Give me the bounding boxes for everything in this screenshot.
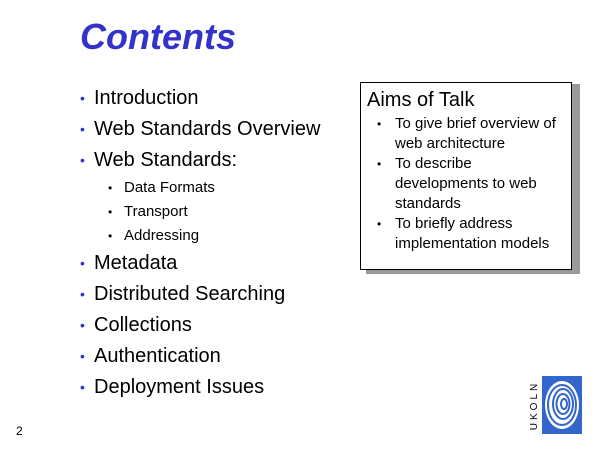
list-item: • Web Standards Overview <box>80 114 320 145</box>
list-item: • Metadata <box>80 248 285 279</box>
bullet-icon: • <box>80 286 85 302</box>
aims-title: Aims of Talk <box>367 89 475 111</box>
bullet-icon: • <box>377 157 382 171</box>
bullet-icon: • <box>108 205 113 219</box>
list-item: • Data Formats <box>108 176 215 200</box>
aims-box: Aims of Talk • To give brief overview of … <box>360 82 572 270</box>
bullet-icon: • <box>108 229 113 243</box>
list-item: • Transport <box>108 200 215 224</box>
bullet-icon: • <box>80 348 85 364</box>
main-bullet-list-bottom: • Metadata • Distributed Searching • Collec… <box>80 248 285 403</box>
logo-wordmark: UKOLN <box>528 374 542 436</box>
bullet-text: Authentication <box>94 345 221 367</box>
page-number: 2 <box>16 424 23 438</box>
sub-bullet-list: • Data Formats • Transport • Addressing <box>108 176 215 248</box>
list-item: • Authentication <box>80 341 285 372</box>
slide-title: Contents <box>80 16 236 57</box>
list-item: • Addressing <box>108 224 215 248</box>
list-item: • Deployment Issues <box>80 372 285 403</box>
bullet-text: Data Formats <box>124 179 215 196</box>
bullet-text: Web Standards: <box>94 149 238 171</box>
list-item: • Collections <box>80 310 285 341</box>
bullet-text: Transport <box>124 203 188 220</box>
bullet-text: Introduction <box>94 87 199 109</box>
bullet-text: Distributed Searching <box>94 283 286 305</box>
bullet-icon: • <box>80 379 85 395</box>
ukoln-logo: UKOLN <box>528 374 584 436</box>
bullet-text: Metadata <box>94 252 178 274</box>
bullet-icon: • <box>80 317 85 333</box>
list-item: • Distributed Searching <box>80 279 285 310</box>
bullet-icon: • <box>80 121 85 137</box>
aims-item-text: To describe developments to web standard… <box>395 155 537 212</box>
list-item: • Web Standards: <box>80 145 320 176</box>
bullet-icon: • <box>377 217 382 231</box>
aims-list: • To give brief overview of web architect… <box>377 114 565 254</box>
bullet-text: Web Standards Overview <box>94 118 321 140</box>
logo-text: UKOLN <box>529 380 541 430</box>
bullet-text: Deployment Issues <box>94 376 265 398</box>
aims-item-text: To give brief overview of web architectu… <box>395 115 556 152</box>
bullet-icon: • <box>108 181 113 195</box>
bullet-text: Collections <box>94 314 192 336</box>
list-item: • To briefly address implementation model… <box>377 214 565 254</box>
aims-item-text: To briefly address implementation models <box>395 215 550 252</box>
ukoln-swirl-logo-icon <box>542 376 582 434</box>
main-bullet-list-top: • Introduction • Web Standards Overview • W… <box>80 83 320 176</box>
bullet-text: Addressing <box>124 227 200 244</box>
bullet-icon: • <box>80 255 85 271</box>
bullet-icon: • <box>377 117 382 131</box>
list-item: • To give brief overview of web architect… <box>377 114 565 154</box>
bullet-icon: • <box>80 90 85 106</box>
bullet-icon: • <box>80 152 85 168</box>
list-item: • Introduction <box>80 83 320 114</box>
list-item: • To describe developments to web standar… <box>377 154 565 214</box>
